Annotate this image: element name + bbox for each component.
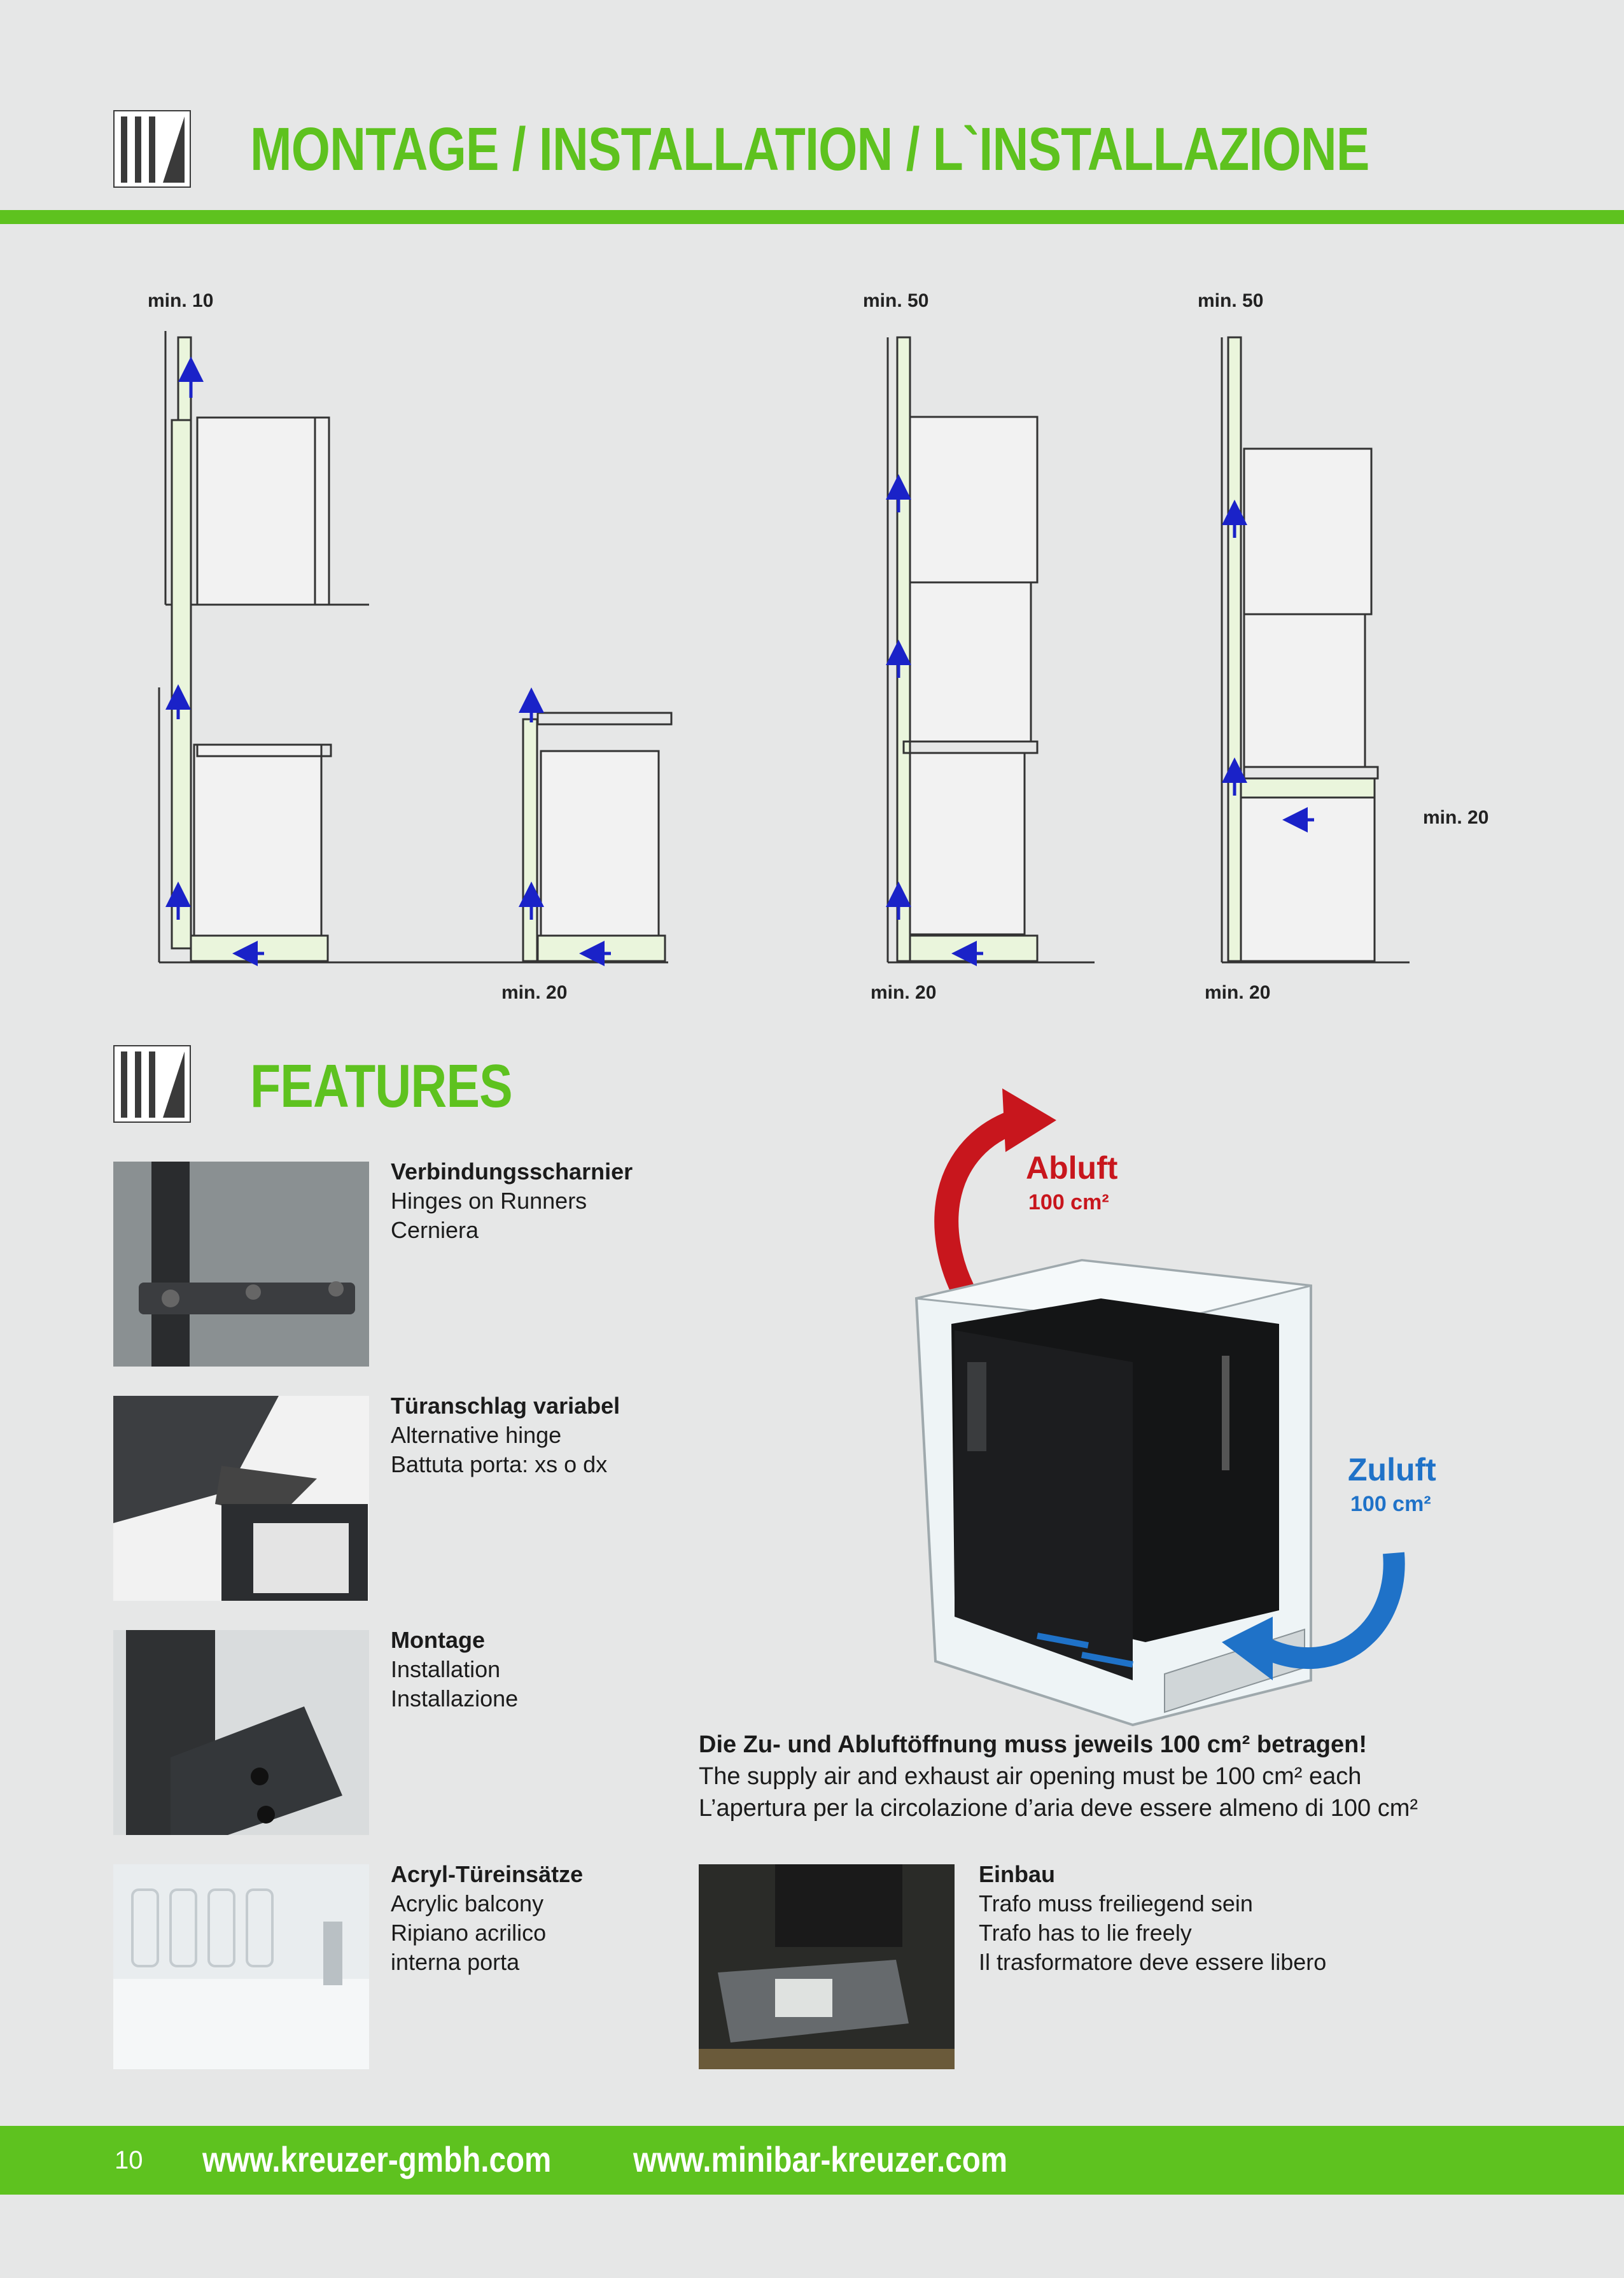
- feature-hinges-title: Verbindungsscharnier: [391, 1158, 633, 1185]
- feature-hinges-it: Cerniera: [391, 1217, 479, 1243]
- airflow-note: Die Zu- und Abluftöffnung muss jeweils 1…: [699, 1729, 1418, 1824]
- feature-door-hinge-en: Alternative hinge: [391, 1422, 562, 1448]
- feature-montage-text: Montage Installation Installazione: [391, 1626, 518, 1713]
- transformer-photo: [699, 1864, 955, 2069]
- feature-montage-en: Installation: [391, 1656, 501, 1682]
- airflow-note-it: L’apertura per la circolazione d’aria de…: [699, 1795, 1418, 1822]
- einbau-title: Einbau: [979, 1861, 1056, 1887]
- airflow-note-de: Die Zu- und Abluftöffnung muss jeweils 1…: [699, 1731, 1368, 1758]
- footer-link-minibar-kreuzer[interactable]: www.minibar-kreuzer.com: [633, 2139, 1008, 2179]
- feature-acrylic-title: Acryl-Türeinsätze: [391, 1861, 584, 1887]
- feature-hinges-text: Verbindungsscharnier Hinges on Runners C…: [391, 1157, 633, 1245]
- label-min10-top: min. 10: [148, 290, 214, 311]
- alternative-hinge-photo: [113, 1396, 369, 1601]
- supply-label: Zuluft: [1348, 1452, 1436, 1487]
- feature-door-hinge-title: Türanschlag variabel: [391, 1393, 620, 1419]
- exhaust-value: 100 cm²: [1028, 1190, 1109, 1214]
- feature-door-hinge-text: Türanschlag variabel Alternative hinge B…: [391, 1391, 620, 1479]
- page-title: MONTAGE / INSTALLATION / L`INSTALLAZIONE: [250, 115, 1369, 183]
- supply-value: 100 cm²: [1350, 1492, 1431, 1516]
- footer-bar: 10 www.kreuzer-gmbh.com www.minibar-kreu…: [0, 2126, 1624, 2195]
- einbau-en: Trafo has to lie freely: [979, 1920, 1192, 1946]
- einbau-text: Einbau Trafo muss freiliegend sein Trafo…: [979, 1860, 1326, 1977]
- feature-montage-title: Montage: [391, 1627, 485, 1653]
- title-rule: [0, 210, 1624, 224]
- features-title: FEATURES: [250, 1052, 513, 1120]
- feature-hinges-en: Hinges on Runners: [391, 1188, 587, 1214]
- einbau-it: Il trasformatore deve essere libero: [979, 1949, 1327, 1975]
- label-min20-bottom-a: min. 20: [501, 982, 568, 1003]
- feature-acrylic-text: Acryl-Türeinsätze Acrylic balcony Ripian…: [391, 1860, 583, 1977]
- mounting-bracket-photo: [113, 1630, 369, 1835]
- einbau-de: Trafo muss freiliegend sein: [979, 1890, 1253, 1916]
- airflow-illustration: [891, 1069, 1495, 1738]
- label-min20-bottom-c: min. 20: [1205, 982, 1271, 1003]
- label-min50-top-a: min. 50: [863, 290, 929, 311]
- page-number: 10: [115, 2146, 143, 2174]
- installation-diagram: [0, 255, 1624, 1018]
- brand-logo-icon: [112, 109, 192, 189]
- label-min20-right: min. 20: [1423, 807, 1489, 828]
- hinge-runner-photo: [113, 1162, 369, 1367]
- feature-door-hinge-it: Battuta porta: xs o dx: [391, 1451, 608, 1477]
- feature-acrylic-en: Acrylic balcony: [391, 1890, 544, 1916]
- label-min20-bottom-b: min. 20: [871, 982, 937, 1003]
- feature-acrylic-it: Ripiano acrilico: [391, 1920, 547, 1946]
- label-min50-top-b: min. 50: [1198, 290, 1264, 311]
- acrylic-balcony-photo: [113, 1864, 369, 2069]
- features-logo-icon: [112, 1044, 192, 1124]
- exhaust-label: Abluft: [1026, 1150, 1118, 1186]
- airflow-note-en: The supply air and exhaust air opening m…: [699, 1763, 1362, 1790]
- feature-montage-it: Installazione: [391, 1685, 519, 1712]
- feature-acrylic-it-2: interna porta: [391, 1949, 520, 1975]
- footer-link-kreuzer-gmbh[interactable]: www.kreuzer-gmbh.com: [202, 2139, 552, 2179]
